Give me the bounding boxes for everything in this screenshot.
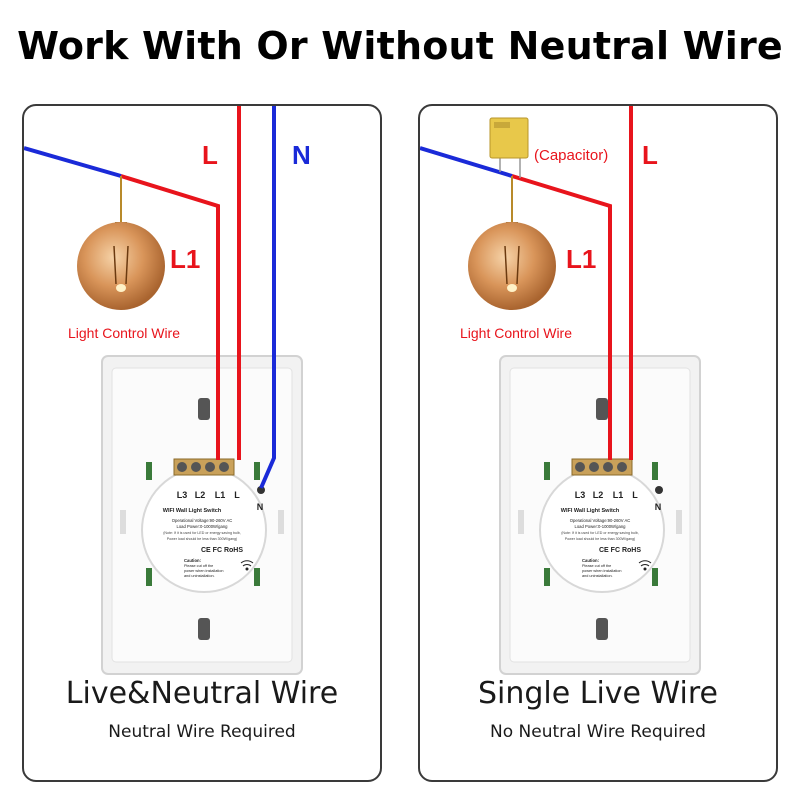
bulb-caption: Light Control Wire bbox=[460, 325, 572, 341]
terminal-label-n: N bbox=[257, 502, 264, 512]
module-certifications: CE FC RoHS bbox=[201, 547, 243, 554]
module-note: (Note: If it is used for LED or energy s… bbox=[163, 531, 241, 535]
wires bbox=[24, 106, 276, 489]
module-caution-title: Caution: bbox=[184, 558, 201, 563]
lamp-bulb-icon bbox=[468, 222, 556, 310]
module-caution-3: and uninstallation. bbox=[582, 574, 613, 578]
panel-subcaption: No Neutral Wire Required bbox=[490, 722, 706, 742]
terminal-label-n: N bbox=[655, 502, 662, 512]
capacitor-icon bbox=[489, 117, 529, 159]
terminal-label-l: L bbox=[632, 490, 638, 500]
wires bbox=[420, 106, 633, 460]
panel-caption: Live&Neutral Wire bbox=[65, 676, 339, 711]
module-caution-2: power when installation bbox=[184, 569, 223, 573]
page-title: Work With Or Without Neutral Wire bbox=[17, 24, 783, 68]
label-live-l: L bbox=[642, 140, 658, 170]
module-note-2: Power load should be less than 300W/gang… bbox=[167, 537, 238, 541]
terminal-label-l1: L1 bbox=[215, 490, 226, 500]
terminal-label-l: L bbox=[234, 490, 240, 500]
wifi-icon bbox=[240, 560, 254, 571]
panel-single-live: L3 L2 L1 L N WIFI Wall Light Switch Oper… bbox=[418, 104, 778, 782]
terminal-label-l1: L1 bbox=[613, 490, 624, 500]
module-voltage: Operational Voltage:90-260V AC bbox=[172, 518, 233, 523]
panel-live-neutral: L3 L2 L1 L N WIFI Wall Light Switch Oper… bbox=[22, 104, 382, 782]
module-power: Load Power:0-1000W/gang bbox=[177, 524, 229, 529]
module-power: Load Power:0-1000W/gang bbox=[575, 524, 627, 529]
label-load-l1: L1 bbox=[566, 244, 596, 274]
label-load-l1: L1 bbox=[170, 244, 200, 274]
module-caution-title: Caution: bbox=[582, 558, 599, 563]
wiring-diagram-single-live: L3 L2 L1 L N WIFI Wall Light Switch Oper… bbox=[420, 106, 701, 675]
terminal-label-l3: L3 bbox=[177, 490, 188, 500]
label-live-l: L bbox=[202, 140, 218, 170]
panel-caption: Single Live Wire bbox=[477, 676, 719, 711]
panel-subcaption: Neutral Wire Required bbox=[108, 722, 296, 742]
terminal-label-l3: L3 bbox=[575, 490, 586, 500]
module-caution-1: Please cut off the bbox=[582, 564, 611, 568]
switch-module: L3 L2 L1 L N WIFI Wall Light Switch Oper… bbox=[141, 458, 267, 593]
module-product-name: WIFI Wall Light Switch bbox=[163, 508, 222, 514]
module-certifications: CE FC RoHS bbox=[599, 547, 641, 554]
module-caution-1: Please cut off the bbox=[184, 564, 213, 568]
wiring-diagram-live-neutral: L3 L2 L1 L N WIFI Wall Light Switch Oper… bbox=[24, 106, 311, 675]
terminal-label-l2: L2 bbox=[195, 490, 206, 500]
wifi-icon bbox=[638, 560, 652, 571]
label-capacitor: (Capacitor) bbox=[534, 147, 608, 164]
lamp-bulb-icon bbox=[77, 222, 165, 310]
terminal-label-l2: L2 bbox=[593, 490, 604, 500]
switch-module: L3 L2 L1 L N WIFI Wall Light Switch Oper… bbox=[539, 458, 665, 593]
module-voltage: Operational Voltage:90-260V AC bbox=[570, 518, 631, 523]
label-neutral-n: N bbox=[292, 140, 311, 170]
bulb-caption: Light Control Wire bbox=[68, 325, 180, 341]
module-product-name: WIFI Wall Light Switch bbox=[561, 508, 620, 514]
module-note: (Note: If it is used for LED or energy s… bbox=[561, 531, 639, 535]
module-caution-3: and uninstallation. bbox=[184, 574, 215, 578]
module-caution-2: power when installation bbox=[582, 569, 621, 573]
module-note-2: Power load should be less than 300W/gang… bbox=[565, 537, 636, 541]
